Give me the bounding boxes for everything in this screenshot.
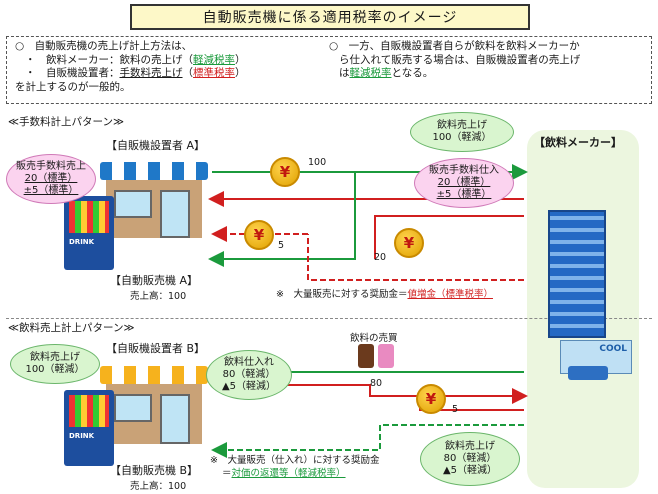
- maker-fee-bubble: 販売手数料仕入 20（標準） ±5（標準）: [414, 158, 514, 208]
- purchase-line1: 飲料仕入れ: [224, 357, 274, 368]
- rebate-note-green: 対価の返還等（軽減税率）: [231, 468, 346, 479]
- standard-rate-text: 標準税率: [193, 67, 236, 79]
- vending-machine-a-icon: DRINK: [64, 196, 114, 270]
- yen-coin-icon: ¥: [270, 157, 300, 187]
- maker-bottom-line3: ▲5（軽減）: [442, 465, 498, 476]
- fee-sales-bubble: 販売手数料売上 20（標準） ±5（標準）: [6, 154, 96, 204]
- maker-building-icon: [548, 210, 606, 338]
- maker-bottom-line1: 飲料売上げ: [445, 441, 495, 452]
- arrow-cash-back: [208, 172, 356, 267]
- intro-right-line1: ○ 一方、自販機設置者自らが飲料を飲料メーカーか: [329, 40, 580, 52]
- store-a-icon: [100, 152, 208, 242]
- rebate-note-line2: ＝対価の返還等（軽減税率）: [222, 468, 346, 479]
- intro-left-line1: ○ 自動販売機の売上げ計上方法は、: [15, 40, 193, 52]
- yen-coin-icon: ¥: [244, 220, 274, 250]
- installer-sales-bubble: 飲料売上げ 100（軽減）: [10, 344, 100, 384]
- section1-heading: ≪手数料計上パターン≫: [8, 116, 124, 128]
- installer-b-label: 【自販機設置者 B】: [106, 342, 206, 355]
- yen-coin-icon: ¥: [416, 384, 446, 414]
- intro-left: ○ 自動販売機の売上げ計上方法は、 ・ 飲料メーカー：飲料の売上げ（軽減税率） …: [15, 40, 246, 94]
- maker-sales-bubble-bottom: 飲料売上げ 80（軽減） ▲5（軽減）: [420, 432, 520, 486]
- fee-bubble-line3: ±5（標準）: [23, 185, 79, 196]
- reduced-rate-text-2: 軽減税率: [349, 67, 392, 79]
- arrow-fee-20: [374, 215, 524, 259]
- bonus-note-1: ※ 大量販売に対する奨励金＝値増金（標準税率）: [276, 289, 493, 300]
- amount-100: 100: [308, 157, 327, 168]
- sales-bubble-line2: 100（軽減）: [25, 364, 85, 375]
- purchase-line2: 80（軽減）: [222, 369, 276, 380]
- purchase-line3: ▲5（軽減）: [221, 381, 277, 392]
- juice-can-icon: [378, 344, 394, 368]
- intro-right: ○ 一方、自販機設置者自らが飲料を飲料メーカーか ら仕入れて販売する場合は、自販…: [329, 40, 580, 81]
- section2-heading: ≪飲料売上計上パターン≫: [8, 322, 135, 334]
- machine-b-label: 【自動販売機 B】: [110, 464, 199, 477]
- intro-left-line4: を計上するのが一般的。: [15, 80, 131, 93]
- maker-fee-line3: ±5（標準）: [436, 189, 492, 200]
- purchase-bubble: 飲料仕入れ 80（軽減） ▲5（軽減）: [206, 350, 292, 400]
- intro-left-line2: ・ 飲料メーカー：飲料の売上げ（軽減税率）: [25, 53, 246, 66]
- arrow-pay-80: [212, 384, 528, 404]
- amount-80: 80: [370, 378, 383, 389]
- yen-coin-icon: ¥: [394, 228, 424, 258]
- fee-sales-text: 手数料売上げ: [119, 67, 183, 79]
- cool-label: COOL: [599, 344, 627, 354]
- arrow-rebate-5: [211, 424, 524, 458]
- drink-trade-label: 飲料の売買: [350, 333, 398, 344]
- reduced-rate-text: 軽減税率: [193, 53, 236, 66]
- fee-bubble-line1: 販売手数料売上: [16, 161, 86, 172]
- intro-left-line3: ・ 自販機設置者：手数料売上げ（標準税率）: [25, 67, 246, 79]
- intro-box: ○ 自動販売機の売上げ計上方法は、 ・ 飲料メーカー：飲料の売上げ（軽減税率） …: [6, 36, 652, 104]
- maker-fee-line2: 20（標準）: [437, 177, 491, 188]
- amount-5: 5: [278, 240, 285, 251]
- arrow-bonus-5-path: [307, 234, 524, 281]
- fee-bubble-line2: 20（標準）: [24, 173, 78, 184]
- intro-right-line3: は軽減税率となる。: [339, 67, 434, 79]
- amount-5-b: 5: [452, 404, 459, 415]
- machine-a-sales: 売上高：100: [130, 291, 187, 302]
- amount-20: 20: [374, 252, 387, 263]
- maker-sales-bubble-top: 飲料売上げ 100（軽減）: [410, 112, 514, 152]
- truck-icon: [568, 366, 608, 380]
- maker-bottom-line2: 80（軽減）: [443, 453, 497, 464]
- machine-b-sales: 売上高：100: [130, 481, 187, 492]
- drink-label-a: DRINK: [69, 238, 95, 246]
- vending-machine-b-icon: DRINK: [64, 390, 114, 466]
- sales-bubble-line1: 飲料売上げ: [30, 352, 80, 363]
- machine-a-label: 【自動販売機 A】: [110, 274, 199, 287]
- bonus-note-1-red: 値増金（標準税率）: [407, 289, 493, 300]
- page-title: 自動販売機に係る適用税率のイメージ: [130, 4, 530, 30]
- section-divider: [6, 318, 652, 319]
- intro-right-line2: ら仕入れて販売する場合は、自販機設置者の売上げ: [339, 53, 581, 66]
- maker-top-line1: 飲料売上げ: [437, 120, 487, 131]
- maker-top-line2: 100（軽減）: [432, 132, 492, 143]
- coffee-can-icon: [358, 344, 374, 368]
- store-b-icon: [100, 356, 208, 448]
- rebate-note-line1: ※ 大量販売（仕入れ）に対する奨励金: [210, 455, 380, 466]
- maker-label: 【飲料メーカー】: [534, 136, 622, 149]
- drink-label-b: DRINK: [69, 432, 95, 440]
- installer-a-label: 【自販機設置者 A】: [106, 139, 206, 152]
- maker-fee-line1: 販売手数料仕入: [429, 165, 499, 176]
